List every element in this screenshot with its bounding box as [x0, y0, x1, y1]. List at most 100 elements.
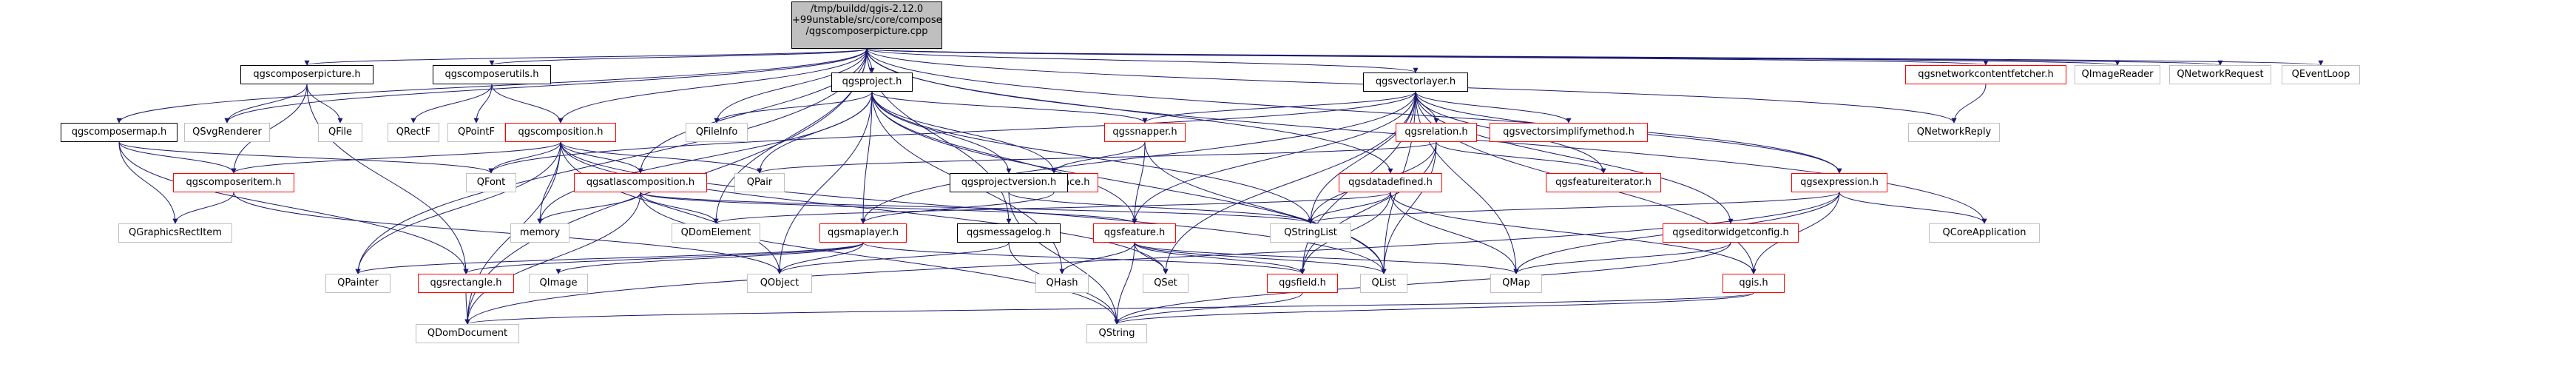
edge-qgsvectorlayer_h-to-qfont — [488, 91, 1416, 174]
node-qobject[interactable]: QObject — [747, 274, 812, 293]
node-qgsrelation-h[interactable]: qgsrelation.h — [1396, 123, 1477, 142]
node-qnetworkreply[interactable]: QNetworkReply — [1908, 123, 2000, 142]
node-qnetworkrequest[interactable]: QNetworkRequest — [2169, 65, 2271, 84]
node-qfont[interactable]: QFont — [466, 173, 516, 192]
node-qgsdatadefined-h[interactable]: qgsdatadefined.h — [1339, 173, 1442, 192]
edge-qgsvectorlayer_h-to-qstringlist — [1308, 91, 1416, 224]
edge-qgseditorwidgetconfig_h-to-qmap — [1513, 242, 1731, 274]
edge-root-to-qeventloop — [866, 48, 2323, 66]
node-qgscomposerutils-h[interactable]: qgscomposerutils.h — [433, 65, 551, 84]
edge-qgsmaplayer_h-to-qgsfield_h — [862, 242, 1305, 274]
node-qpointf[interactable]: QPointF — [447, 123, 505, 142]
edge-qgsproject_h-to-qgsprojectversion_h — [871, 91, 1012, 174]
root-file-node[interactable]: /tmp/buildd/qgis-2.12.0 +99unstable/src/… — [791, 1, 942, 49]
edge-qgscomposermap_h-to-qfont — [118, 141, 494, 174]
edge-qgsatlascomposition_h-to-qstringlist — [640, 192, 1314, 224]
edge-qgsproject_h-to-qobject — [777, 91, 873, 274]
node-qmap[interactable]: QMap — [1490, 274, 1542, 293]
edge-qgsnetworkcontentfetcher_h-to-qnetworkreply — [1951, 84, 1987, 124]
node-qgsrectangle-h[interactable]: qgsrectangle.h — [418, 274, 514, 293]
node-qgsfield-h[interactable]: qgsfield.h — [1267, 274, 1338, 293]
node-qfile[interactable]: QFile — [318, 123, 362, 142]
edge-qgsmaplayer_h-to-qpainter — [355, 242, 864, 274]
edge-qgscomposerutils_h-to-qrectf — [410, 84, 493, 124]
edge-qgscomposerpicture_h-to-qgscomposeritem_h — [231, 84, 308, 174]
node-qgsmaplayer-h[interactable]: qgsmaplayer.h — [819, 223, 907, 243]
node-qcoreapplication[interactable]: QCoreApplication — [1929, 223, 2040, 243]
edge-qgsproject_h-to-qgsfeature_h — [871, 91, 1137, 224]
node-memory[interactable]: memory — [510, 223, 569, 243]
edge-qgsfeature_h-to-qhash — [1059, 242, 1135, 274]
node-qgsnetworkcontentfetcher-h[interactable]: qgsnetworkcontentfetcher.h — [1905, 65, 2066, 84]
edge-qgsdatadefined_h-to-qgis_h — [1390, 192, 1757, 274]
node-qeventloop[interactable]: QEventLoop — [2282, 65, 2360, 84]
node-qdomdocument[interactable]: QDomDocument — [416, 324, 519, 343]
root-path-line-3: /qgscomposerpicture.cpp — [805, 26, 928, 37]
edge-qgsfeature_h-to-qstring — [1114, 242, 1135, 325]
edge-qgsmessagelog_h-to-qobject — [777, 242, 1010, 274]
edge-qgsexpression_h-to-qstringlist — [1308, 192, 1840, 224]
node-qpair[interactable]: QPair — [734, 173, 785, 192]
edge-qgssnapper_h-to-qgsfeature_h — [1132, 141, 1146, 224]
node-qset[interactable]: QSet — [1143, 274, 1189, 293]
node-qimage[interactable]: QImage — [529, 274, 588, 293]
node-qsvgrenderer[interactable]: QSvgRenderer — [184, 123, 270, 142]
edge-qgsproject_h-to-qlist — [871, 91, 1387, 274]
node-qgsexpression-h[interactable]: qgsexpression.h — [1791, 173, 1887, 192]
node-qgscomposerpicture-h[interactable]: qgscomposerpicture.h — [240, 65, 373, 84]
edge-qgsmaplayer_h-to-qimage — [555, 242, 864, 274]
edge-qgsexpression_h-to-qcoreapplication — [1839, 192, 1987, 224]
edge-qgsproject_h-to-memory — [537, 91, 873, 224]
root-path-line-1: /tmp/buildd/qgis-2.12.0 — [810, 4, 924, 15]
edge-qgstolerance_h-to-qgsmaplayer_h — [860, 192, 1055, 224]
edge-root-to-qfileinfo — [714, 48, 868, 124]
node-qgsatlascomposition-h[interactable]: qgsatlascomposition.h — [574, 173, 707, 192]
node-qstring[interactable]: QString — [1086, 324, 1147, 343]
node-qstringlist[interactable]: QStringList — [1270, 223, 1351, 243]
node-qgsvectorlayer-h[interactable]: qgsvectorlayer.h — [1363, 73, 1468, 92]
edge-qgsdatadefined_h-to-qdomelement — [713, 192, 1391, 224]
node-qgraphicsrectitem[interactable]: QGraphicsRectItem — [118, 223, 232, 243]
edge-qgsprojectversion_h-to-qstringlist — [1008, 192, 1314, 224]
node-qgsprojectversion-h[interactable]: qgsprojectversion.h — [950, 173, 1068, 192]
edge-qgscomposeritem_h-to-qobject — [233, 192, 782, 274]
edge-qgseditorwidgetconfig_h-to-qstring — [1114, 242, 1731, 325]
node-qdomelement[interactable]: QDomElement — [672, 223, 760, 243]
node-qgscomposeritem-h[interactable]: qgscomposeritem.h — [173, 173, 294, 192]
edge-root-to-qgscomposermap_h — [116, 48, 868, 124]
node-qgssnapper-h[interactable]: qgssnapper.h — [1104, 123, 1186, 142]
edge-qgsfeature_h-to-qset — [1134, 242, 1169, 274]
edge-qgsproject_h-to-qgsmaplayer_h — [860, 91, 873, 224]
node-qgscomposermap-h[interactable]: qgscomposermap.h — [61, 123, 178, 142]
node-qimagereader[interactable]: QImageReader — [2075, 65, 2160, 84]
edge-qgssnapper_h-to-qlist — [1144, 141, 1387, 274]
node-qhash[interactable]: QHash — [1035, 274, 1089, 293]
edge-root-to-qgscomposerutils_h — [489, 48, 868, 66]
node-qgscomposition-h[interactable]: qgscomposition.h — [505, 123, 616, 142]
node-qfileinfo[interactable]: QFileInfo — [686, 123, 748, 142]
edge-qgscomposition_h-to-qobject — [560, 141, 782, 274]
edge-qgsrelation_h-to-qgsfeatureiterator_h — [1436, 141, 1606, 174]
node-qgsfeature-h[interactable]: qgsfeature.h — [1093, 223, 1176, 243]
edge-qgsdatadefined_h-to-qmap — [1390, 192, 1519, 274]
node-qgseditorwidgetconfig-h[interactable]: qgseditorwidgetconfig.h — [1663, 223, 1799, 243]
node-qgsfeatureiterator-h[interactable]: qgsfeatureiterator.h — [1546, 173, 1661, 192]
node-qlist[interactable]: QList — [1360, 274, 1407, 293]
edge-qgscomposerutils_h-to-qpointf — [473, 84, 493, 124]
edge-qgsrelation_h-to-qlist — [1381, 141, 1437, 274]
edge-qgsrelation_h-to-qpair — [757, 141, 1437, 174]
node-qgis-h[interactable]: qgis.h — [1723, 274, 1785, 293]
edge-qgscomposerpicture_h-to-qgsrectangle_h — [306, 84, 469, 274]
node-qpainter[interactable]: QPainter — [325, 274, 391, 293]
edge-qgsfeature_h-to-qgsfield_h — [1134, 242, 1305, 274]
node-qgsvectorsimplifymethod-h[interactable]: qgsvectorsimplifymethod.h — [1490, 123, 1648, 142]
edge-qgsvectorlayer_h-to-qgseditorwidgetconfig_h — [1415, 91, 1734, 224]
edge-qgis_h-to-qstring — [1114, 292, 1754, 325]
node-qgsproject-h[interactable]: qgsproject.h — [831, 73, 913, 92]
edge-root-to-qgscomposerpicture_h — [304, 48, 868, 66]
node-qrectf[interactable]: QRectF — [388, 123, 439, 142]
node-qgsmessagelog-h[interactable]: qgsmessagelog.h — [957, 223, 1061, 243]
edge-qgsfield_h-to-qstring — [1114, 292, 1303, 325]
edge-qgsdatadefined_h-to-qstringlist — [1308, 192, 1391, 224]
